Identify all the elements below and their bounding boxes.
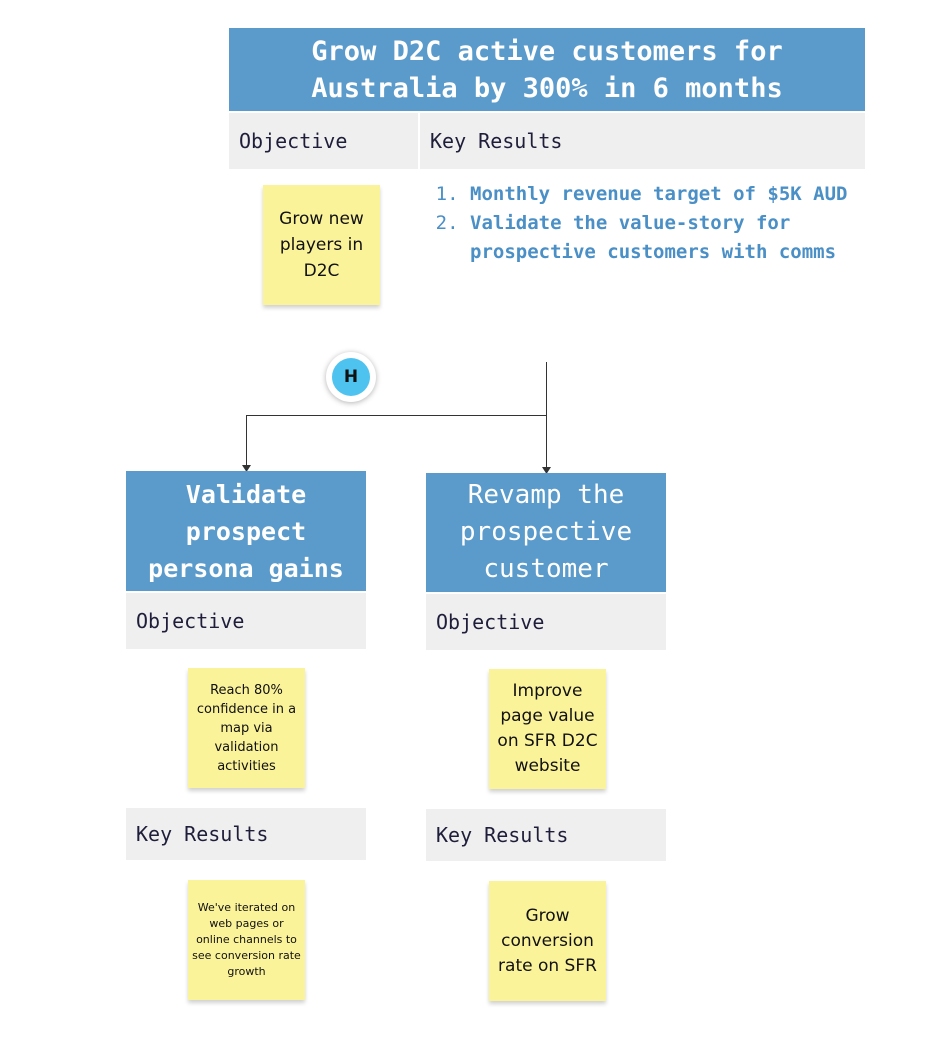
top-objective-label: Objective	[229, 113, 418, 169]
collaborator-cursor[interactable]: H	[326, 352, 376, 402]
connector-right-branch	[546, 415, 547, 470]
top-key-results-list[interactable]: Monthly revenue target of $5K AUD Valida…	[438, 180, 863, 267]
left-okr-title[interactable]: Validate prospect persona gains	[126, 471, 366, 591]
connector-horizontal	[246, 415, 547, 416]
connector-trunk	[546, 362, 547, 416]
key-result-item: Validate the value-story for prospective…	[470, 209, 863, 267]
left-key-results-sticky-note[interactable]: We've iterated on web pages or online ch…	[188, 880, 305, 1000]
right-key-results-label: Key Results	[426, 809, 666, 861]
key-result-item: Monthly revenue target of $5K AUD	[470, 180, 863, 209]
arrowhead-left-icon	[242, 465, 251, 472]
collaborator-avatar: H	[332, 358, 370, 396]
top-key-results-label: Key Results	[420, 113, 865, 169]
left-objective-sticky-note[interactable]: Reach 80% confidence in a map via valida…	[188, 668, 305, 788]
right-objective-sticky-note[interactable]: Improve page value on SFR D2C website	[489, 669, 606, 789]
top-okr-title[interactable]: Grow D2C active customers for Australia …	[229, 28, 865, 111]
right-objective-label: Objective	[426, 594, 666, 650]
left-objective-label: Objective	[126, 593, 366, 649]
connector-left-branch	[246, 415, 247, 468]
left-key-results-label: Key Results	[126, 808, 366, 860]
top-objective-sticky-note[interactable]: Grow new players in D2C	[263, 185, 380, 305]
right-okr-title[interactable]: Revamp the prospective customer	[426, 473, 666, 592]
arrowhead-right-icon	[542, 467, 551, 474]
right-key-results-sticky-note[interactable]: Grow conversion rate on SFR	[489, 881, 606, 1001]
